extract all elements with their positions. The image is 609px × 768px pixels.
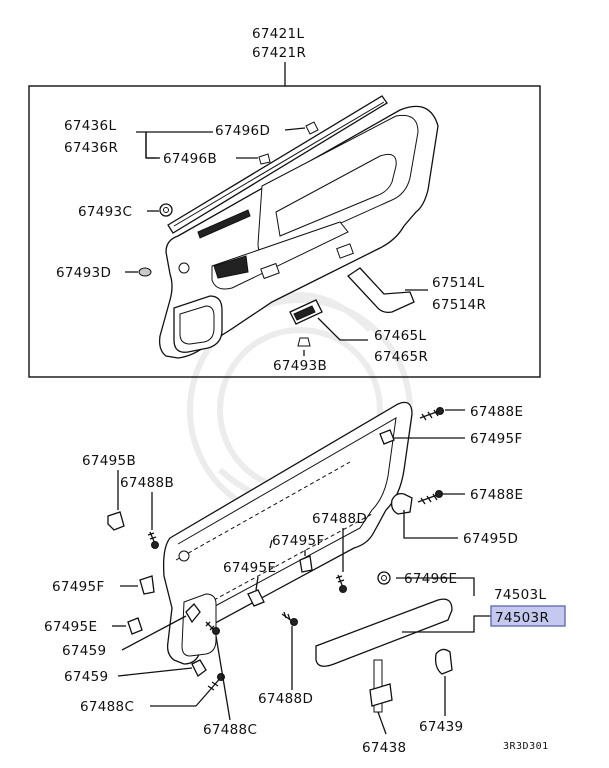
label-67459-bottom: 67459 (64, 669, 108, 685)
diagram-code: 3R3D301 (503, 741, 549, 752)
clip-67439 (434, 648, 453, 675)
label-67495b: 67495B (82, 453, 136, 469)
clip-67495d (390, 492, 413, 515)
label-67421r: 67421R (252, 45, 306, 61)
label-67488d-top: 67488D (312, 511, 367, 527)
label-67459-top: 67459 (62, 643, 106, 659)
label-67496d: 67496D (215, 123, 270, 139)
clip-67495f-right (379, 429, 395, 445)
label-67493c: 67493C (78, 204, 132, 220)
label-67495d: 67495D (463, 531, 518, 547)
label-67439: 67439 (419, 719, 463, 735)
label-67465l: 67465L (374, 328, 426, 344)
clip-67496b (258, 153, 271, 165)
label-74503l: 74503L (494, 587, 546, 603)
label-67493b: 67493B (273, 358, 327, 374)
label-67421l: 67421L (252, 26, 304, 42)
label-74503r[interactable]: 74503R (495, 610, 549, 626)
label-67488c-bottom: 67488C (203, 722, 257, 738)
label-67438: 67438 (362, 740, 406, 756)
label-67495f-center: 67495F (272, 533, 325, 549)
label-67493d: 67493D (56, 265, 111, 281)
screw-67488b (147, 531, 159, 549)
clip-67495e-left (127, 617, 143, 635)
label-67495e-left: 67495E (44, 619, 97, 635)
lower-door-trim-assembly (107, 401, 491, 735)
clip-67495e-center (247, 589, 265, 607)
label-67496e: 67496E (404, 571, 457, 587)
upper-door-trim-assembly (28, 62, 541, 378)
screw-67488d-top (335, 574, 347, 593)
clip-67495f-left (139, 575, 155, 595)
clip-67495f-center (299, 555, 313, 573)
clip-67493c (159, 203, 173, 217)
label-67436l: 67436L (64, 118, 116, 134)
label-67495f-right: 67495F (470, 431, 523, 447)
switch-bezel-67465 (289, 299, 323, 325)
screw-67488c-bottom (207, 673, 225, 691)
label-67488d-bottom: 67488D (258, 691, 313, 707)
screw-67488e-top (419, 407, 444, 421)
part-number-labels: 67421L 67421R 67436L 67436R 67496D 67496… (44, 26, 566, 756)
label-67514l: 67514L (432, 275, 484, 291)
label-67488e-mid: 67488E (470, 487, 523, 503)
clip-67496d (305, 121, 319, 135)
label-67496b: 67496B (163, 151, 217, 167)
clip-67495b (107, 511, 125, 531)
clip-67459-top (185, 603, 201, 624)
label-67488b: 67488B (120, 475, 174, 491)
label-67488c-left: 67488C (80, 699, 134, 715)
lower-trim-74503 (315, 598, 453, 667)
clip-67493d (138, 267, 152, 277)
clip-67459-bottom (191, 659, 207, 677)
screw-67488d-bottom (281, 611, 298, 626)
label-67514r: 67514R (432, 297, 486, 313)
clip-67496e (377, 571, 391, 585)
screw-67488e-mid (417, 490, 443, 505)
grommet-67493b (297, 337, 311, 347)
screw-67488c-left (205, 621, 220, 635)
label-67465r: 67465R (374, 349, 428, 365)
highlight-74503r (490, 605, 566, 627)
label-67488e-top: 67488E (470, 404, 523, 420)
label-67495e-center: 67495E (223, 560, 276, 576)
holder-67438 (369, 659, 393, 735)
label-67436r: 67436R (64, 140, 118, 156)
pull-handle-67514 (347, 267, 415, 314)
label-67495f-left: 67495F (52, 579, 105, 595)
